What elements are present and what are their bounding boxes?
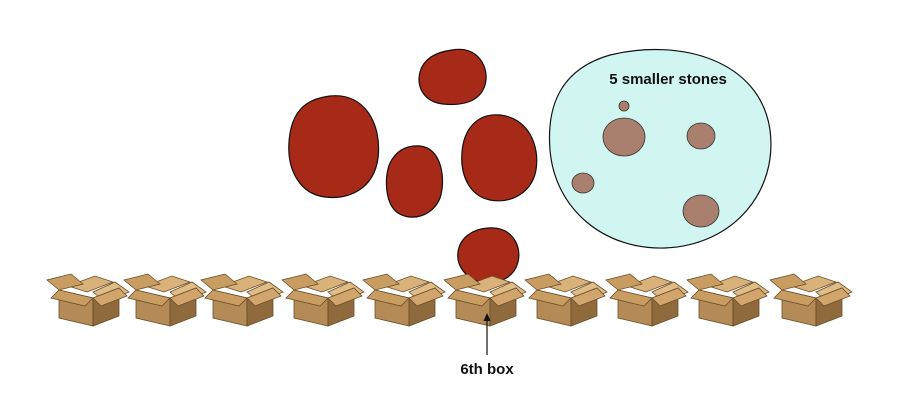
stone-icon [686,122,716,150]
cardboard-box-icon [281,273,365,327]
cardboard-box-icon [200,273,284,327]
stone-icon [288,95,380,199]
stones-bubble [548,49,772,249]
cardboard-box-icon [769,273,853,327]
box-row [46,273,853,327]
stone-icon [618,100,630,112]
stone-icon [682,194,720,228]
stone-icon [418,48,487,106]
cardboard-box-icon [686,273,770,327]
cardboard-box-icon [46,273,130,327]
cardboard-box-icon [362,273,446,327]
cardboard-box-icon [123,273,207,327]
stone-icon [571,172,595,194]
small-stones-label: 5 smaller stones [609,71,727,88]
stone-icon [385,145,444,218]
sixth-box-label: 6th box [460,361,514,378]
cardboard-box-icon [605,273,689,327]
stone-icon [602,117,646,157]
arrow-up-icon [483,313,491,355]
cardboard-box-icon [524,273,608,327]
stone-icon [461,114,538,202]
